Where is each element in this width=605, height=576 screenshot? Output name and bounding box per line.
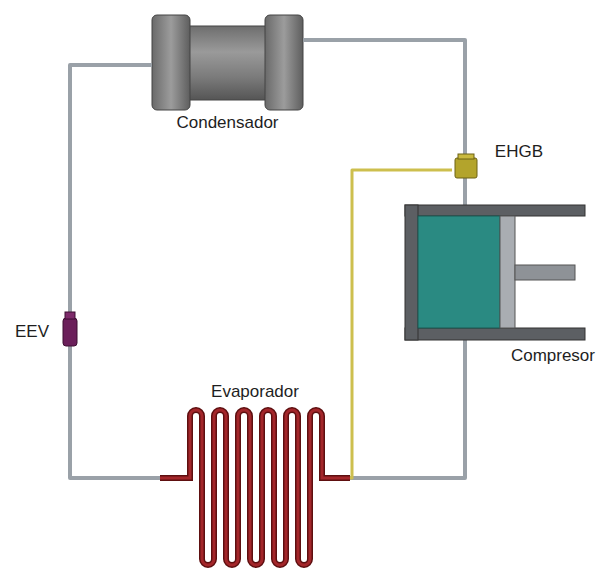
refrigerant-pipe: [463, 181, 467, 201]
ehgb-valve: [455, 143, 477, 182]
condenser-shape: [152, 15, 303, 110]
compressor-shape: [405, 201, 585, 370]
eev-box: EEV: [12, 308, 85, 356]
evaporator-box: Evaporador: [160, 383, 350, 571]
ehgb-box: EHGB: [452, 143, 545, 181]
compressor-box: Compresor: [403, 201, 595, 368]
condenser-box: Condensador: [152, 15, 303, 133]
eev-valve: [63, 308, 77, 356]
refrigerant-pipe: [70, 65, 152, 308]
coil-tube: [160, 410, 350, 565]
bypass-line: [350, 170, 452, 478]
evaporator-coil: [160, 410, 350, 565]
component-label: Compresor: [511, 347, 595, 366]
refrigerant-pipe: [303, 40, 465, 143]
component-label: EHGB: [495, 143, 543, 162]
refrigerant-pipe: [70, 356, 160, 478]
coil-outline: [160, 410, 350, 565]
component-label: Evaporador: [211, 383, 299, 402]
refrigerant-pipe: [350, 368, 465, 478]
component-label: EEV: [15, 323, 49, 342]
component-label: Condensador: [176, 114, 278, 133]
